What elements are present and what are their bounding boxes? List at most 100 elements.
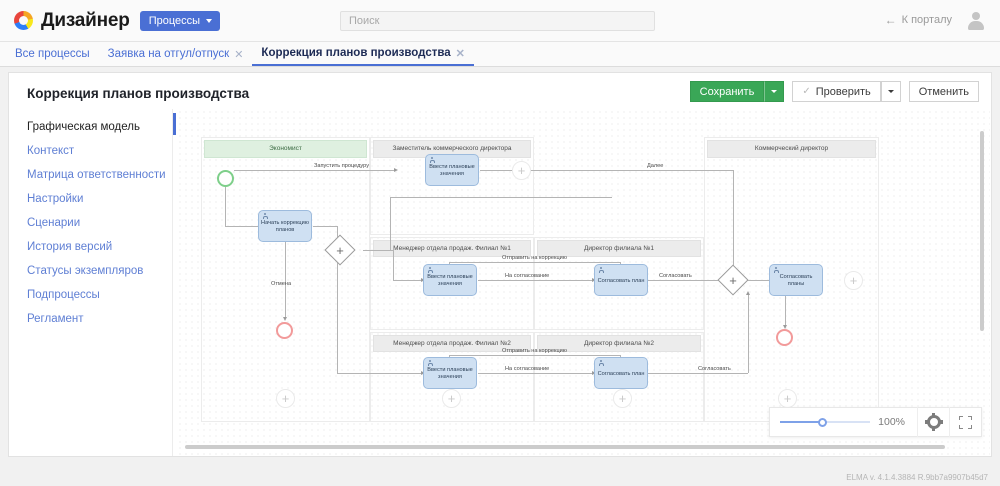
lane-deputy-commercial-director[interactable]: [370, 137, 534, 235]
edge-label-start-procedure: Запустить процедуру: [314, 163, 369, 169]
task-label: Начать коррекцию планов: [261, 220, 309, 233]
add-element-button[interactable]: +: [613, 389, 632, 408]
edge-b2-director-to-join: [648, 373, 748, 374]
edge-gw1-to-b1-v: [393, 250, 394, 280]
canvas-vertical-scrollbar[interactable]: [980, 131, 984, 331]
content-card: Коррекция планов производства Сохранить …: [8, 72, 992, 457]
chevron-down-icon: [771, 90, 778, 93]
save-button[interactable]: Сохранить: [689, 81, 765, 102]
task-begin-plan-correction[interactable]: Начать коррекцию планов: [258, 210, 312, 242]
edge-gw1-to-b2-h: [337, 373, 421, 374]
zoom-slider[interactable]: [780, 407, 871, 437]
brand-title: Дизайнер: [41, 9, 130, 31]
lane-sales-manager-branch-1[interactable]: [370, 237, 534, 330]
add-element-button[interactable]: +: [276, 389, 295, 408]
chevron-down-icon: [206, 18, 213, 23]
edge-gw1-to-b2-v: [337, 261, 338, 373]
zoom-slider-fill: [780, 421, 823, 423]
sidebar-item-settings[interactable]: Настройки: [27, 193, 84, 205]
close-icon[interactable]: ✕: [455, 47, 465, 60]
sidebar-item-scenarios[interactable]: Сценарии: [27, 217, 81, 229]
edge-start-to-begin: [225, 187, 226, 226]
sidebar-item-instance-statuses[interactable]: Статусы экземпляров: [27, 265, 144, 277]
edge-b2-up-to-join: [748, 295, 749, 373]
back-to-portal-link[interactable]: ← К порталу: [885, 14, 952, 26]
task-enter-planned-values-branch-2[interactable]: Ввести плановые значения: [423, 357, 477, 389]
lane-branch-director-1[interactable]: [534, 237, 704, 330]
sidebar-item-context[interactable]: Контекст: [27, 145, 75, 157]
sidebar-item-subprocesses[interactable]: Подпроцессы: [27, 289, 100, 301]
gateway-split-parallel[interactable]: +: [324, 234, 356, 266]
app-logo[interactable]: Дизайнер: [14, 10, 130, 32]
task-label: Ввести плановые значения: [427, 367, 473, 380]
cancel-button[interactable]: Отменить: [908, 81, 979, 102]
edge-label-approve-2: Согласовать: [698, 366, 731, 372]
task-enter-planned-values-branch-1[interactable]: Ввести плановые значения: [423, 264, 477, 296]
lane-header-sales-manager-branch-1[interactable]: Менеджер отдела продаж. Филиал №1: [373, 240, 531, 257]
sidebar-item-version-history[interactable]: История версий: [27, 241, 113, 253]
edge-b1-loop-h: [449, 262, 620, 263]
check-dropdown-button[interactable]: [880, 81, 901, 102]
edge-label-for-approval-2: На согласование: [505, 366, 550, 372]
diagram-settings-button[interactable]: [917, 407, 949, 437]
sidebar-item-graphic-model[interactable]: Графическая модель: [27, 121, 140, 133]
avatar-head-icon: [972, 12, 980, 20]
lane-header-economist[interactable]: Экономист: [204, 140, 367, 158]
action-toolbar: Сохранить ✓ Проверить Отменить: [689, 81, 979, 102]
lane-header-commercial-director[interactable]: Коммерческий директор: [707, 140, 876, 158]
task-approve-plan-branch-2[interactable]: Согласовать план: [594, 357, 648, 389]
zoom-slider-knob[interactable]: [818, 417, 828, 427]
version-footer: ELMA v. 4.1.4.3884 R.9bb7a9907b45d7: [846, 473, 988, 482]
tab-leave-request[interactable]: Заявка на отгул/отпуск ✕: [99, 42, 253, 66]
end-event-final[interactable]: [776, 329, 793, 346]
avatar[interactable]: [966, 10, 986, 30]
module-switcher[interactable]: Процессы: [139, 10, 221, 31]
check-button[interactable]: ✓ Проверить: [792, 81, 881, 102]
task-approve-plan-branch-1[interactable]: Согласовать план: [594, 264, 648, 296]
search-input[interactable]: Поиск: [340, 11, 655, 31]
start-event[interactable]: [217, 170, 234, 187]
tab-label: Все процессы: [15, 48, 90, 60]
add-element-button[interactable]: +: [442, 389, 461, 408]
edge-label-next: Далее: [647, 163, 664, 169]
user-task-icon: [773, 267, 779, 273]
tab-all-processes[interactable]: Все процессы: [6, 42, 99, 66]
lane-branch-director-2[interactable]: [534, 332, 704, 422]
edge-deputy-to-join: [480, 170, 733, 171]
user-task-icon: [427, 360, 433, 366]
end-event-cancel[interactable]: [276, 322, 293, 339]
task-approve-plans-commercial-director[interactable]: Согласовать планы: [769, 264, 823, 296]
task-enter-planned-values-deputy[interactable]: Ввести плановые значения: [425, 154, 479, 186]
fit-to-screen-button[interactable]: [949, 407, 981, 437]
add-element-button[interactable]: +: [778, 389, 797, 408]
lane-sales-manager-branch-2[interactable]: [370, 332, 534, 422]
lane-header-branch-director-1[interactable]: Директор филиала №1: [537, 240, 701, 257]
gateway-join-parallel[interactable]: +: [717, 264, 749, 296]
add-element-button[interactable]: +: [844, 271, 863, 290]
gear-icon: [924, 413, 943, 431]
save-dropdown-button[interactable]: [764, 81, 785, 102]
arrow-icon: [394, 167, 398, 172]
sidebar-item-regulation[interactable]: Регламент: [27, 313, 84, 325]
active-section-indicator: [173, 113, 176, 135]
add-element-button[interactable]: +: [512, 161, 531, 180]
diagram-canvas[interactable]: Экономист Заместитель коммерческого дире…: [177, 109, 990, 455]
close-icon[interactable]: ✕: [234, 48, 244, 61]
sidebar-item-responsibility-matrix[interactable]: Матрица ответственности: [27, 169, 166, 181]
edge-gw1-branch-a-v: [390, 197, 391, 250]
lane-economist[interactable]: [201, 137, 370, 422]
edge-b1-manager-to-director: [478, 280, 592, 281]
lane-header-sales-manager-branch-2[interactable]: Менеджер отдела продаж. Филиал №2: [373, 335, 531, 352]
zoom-level-value: 100%: [878, 416, 905, 428]
task-label: Согласовать план: [597, 277, 645, 284]
zoom-toolbar: 100%: [769, 407, 982, 437]
lane-header-branch-director-2[interactable]: Директор филиала №2: [537, 335, 701, 352]
task-label: Ввести плановые значения: [427, 274, 473, 287]
edge-label-send-for-correction-1: Отправить на коррекцию: [502, 255, 567, 261]
gateway-plus-icon: +: [729, 272, 737, 288]
arrow-icon: [282, 317, 287, 321]
tab-production-plan-correction[interactable]: Коррекция планов производства ✕: [252, 42, 474, 66]
edge-final-to-end: [785, 296, 786, 326]
edge-label-send-for-correction-2: Отправить на коррекцию: [502, 348, 567, 354]
canvas-horizontal-scrollbar[interactable]: [185, 445, 945, 449]
